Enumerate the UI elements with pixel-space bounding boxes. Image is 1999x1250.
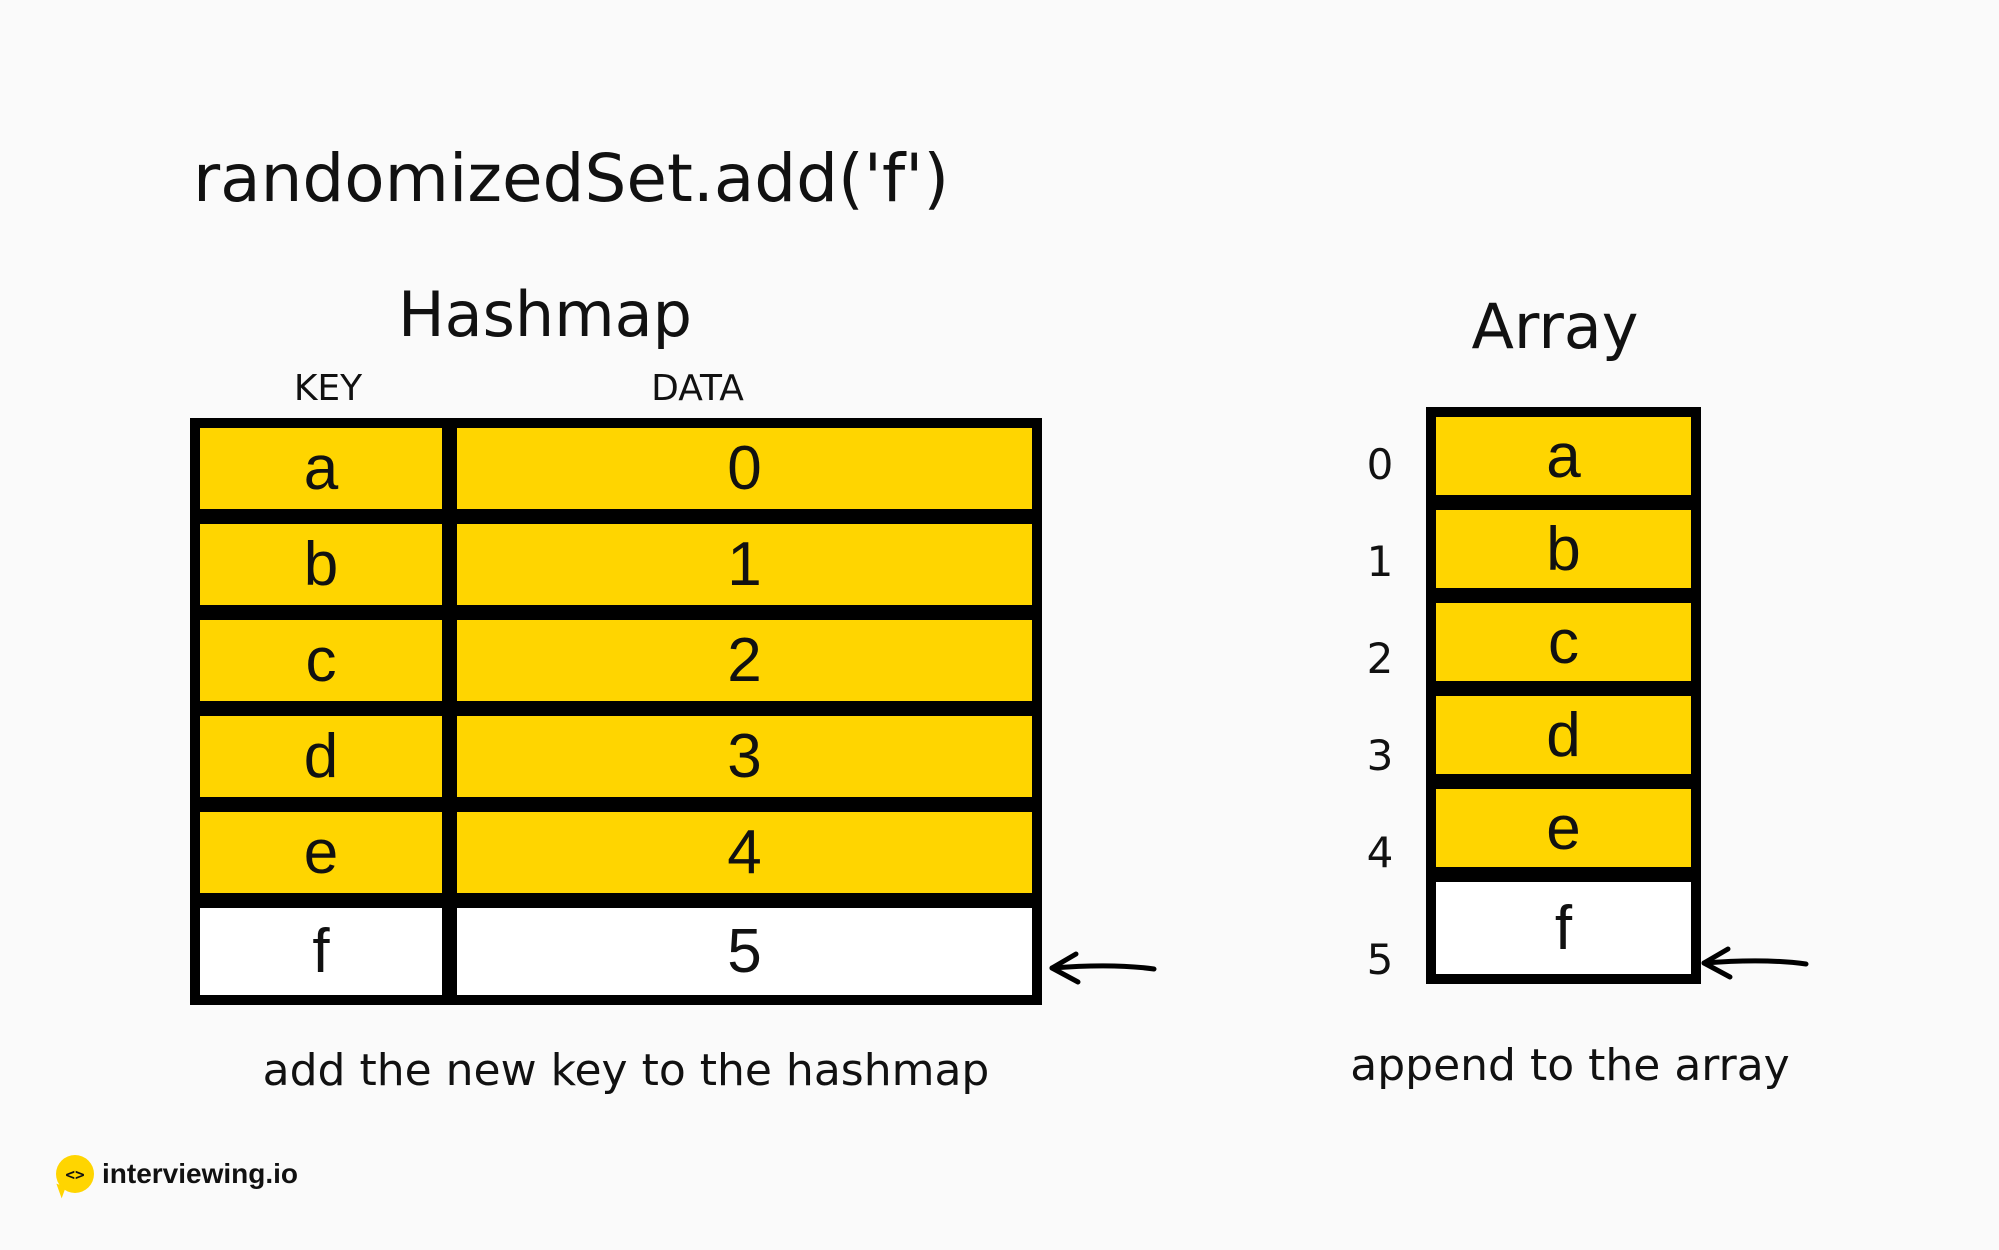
hashmap-key-cell: c bbox=[190, 610, 452, 711]
hashmap-caption: add the new key to the hashmap bbox=[262, 1045, 990, 1096]
hashmap-row-c: c 2 bbox=[190, 610, 1042, 711]
arrow-left-icon bbox=[1701, 946, 1809, 980]
diagram-title: randomizedSet.add('f') bbox=[193, 140, 950, 217]
hashmap-row-f-new: f 5 bbox=[190, 898, 1042, 1010]
array-index: 2 bbox=[1366, 634, 1394, 683]
array-index: 3 bbox=[1366, 731, 1394, 780]
array-index: 0 bbox=[1366, 440, 1394, 489]
array-cell: e bbox=[1426, 779, 1701, 877]
hashmap-key-cell: f bbox=[190, 898, 452, 1005]
array-caption: append to the array bbox=[1350, 1040, 1790, 1091]
hashmap-row-a: a 0 bbox=[190, 418, 1042, 519]
key-column-label: KEY bbox=[293, 368, 363, 409]
hashmap-title: Hashmap bbox=[398, 278, 692, 351]
array-index: 1 bbox=[1366, 537, 1394, 586]
hashmap-row-d: d 3 bbox=[190, 706, 1042, 807]
hashmap-value-cell: 5 bbox=[447, 898, 1042, 1005]
hashmap-table: a 0 b 1 c 2 d 3 e 4 f 5 bbox=[190, 418, 1042, 1010]
hashmap-key-cell: b bbox=[190, 514, 452, 615]
hashmap-row-b: b 1 bbox=[190, 514, 1042, 615]
array-table: a b c d e f bbox=[1426, 407, 1701, 984]
code-brackets-icon: <> bbox=[56, 1155, 94, 1193]
array-index: 4 bbox=[1366, 828, 1394, 877]
array-cell: b bbox=[1426, 500, 1701, 598]
array-cell: c bbox=[1426, 593, 1701, 691]
hashmap-value-cell: 0 bbox=[447, 418, 1042, 519]
hashmap-value-cell: 2 bbox=[447, 610, 1042, 711]
array-index: 5 bbox=[1366, 935, 1394, 984]
hashmap-value-cell: 4 bbox=[447, 802, 1042, 903]
hashmap-key-cell: e bbox=[190, 802, 452, 903]
array-cell: a bbox=[1426, 407, 1701, 505]
array-cell: d bbox=[1426, 686, 1701, 784]
hashmap-key-cell: d bbox=[190, 706, 452, 807]
hashmap-row-e: e 4 bbox=[190, 802, 1042, 903]
hashmap-value-cell: 1 bbox=[447, 514, 1042, 615]
brand-name: interviewing.io bbox=[102, 1158, 299, 1189]
array-title: Array bbox=[1471, 290, 1639, 363]
hashmap-key-cell: a bbox=[190, 418, 452, 519]
data-column-label: DATA bbox=[651, 368, 744, 409]
brand-logo: <> interviewing.io bbox=[56, 1155, 298, 1193]
array-cell-new: f bbox=[1426, 872, 1701, 984]
hashmap-value-cell: 3 bbox=[447, 706, 1042, 807]
arrow-left-icon bbox=[1049, 951, 1157, 985]
